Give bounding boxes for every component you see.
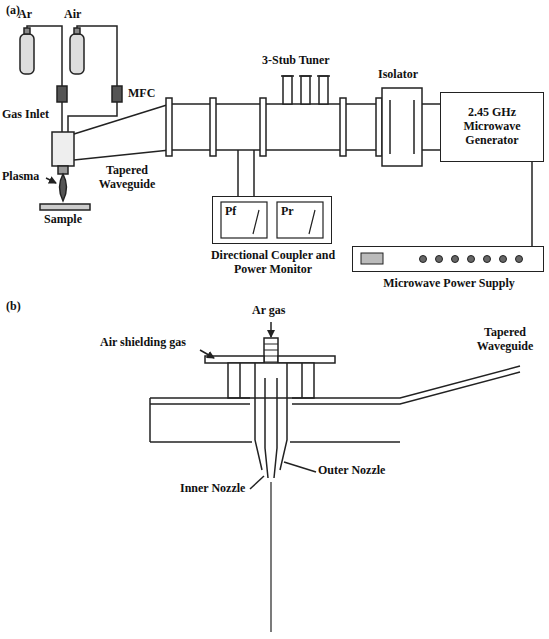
node-text: 2.45 GHz Microwave Generator [447,106,537,147]
part-label: (a) [6,4,20,18]
part-label: Ar gas [252,304,285,318]
part-label: Air [64,8,81,22]
node-text: Pf [225,205,236,219]
part-label: Gas Inlet [2,108,49,122]
part-label: (b) [6,300,21,314]
node-text: Microwave Power Supply [353,277,545,291]
supply-panel [353,247,543,271]
part-label: 3-Stub Tuner [262,54,330,68]
part-label: Sample [44,213,82,227]
part-label: Outer Nozzle [318,464,385,478]
part-label: MFC [128,87,155,101]
part-label: Tapered Waveguide [470,326,540,354]
node-text: Pr [281,205,294,219]
part-label: Inner Nozzle [180,482,245,496]
node-text: Directional Coupler and Power Monitor [198,249,348,277]
monitor-box: PfPrDirectional Coupler and Power Monito… [212,196,332,244]
power-cable [531,162,533,246]
part-label: Plasma [2,170,39,184]
part-label: Ar [18,8,32,22]
part-label: Tapered Waveguide [92,164,162,192]
part-label: Air shielding gas [100,336,186,350]
part-label: Isolator [378,68,418,82]
power-meters [213,197,331,243]
supply-box: Microwave Power Supply [352,246,544,272]
generator-box: 2.45 GHz Microwave Generator [440,92,544,162]
